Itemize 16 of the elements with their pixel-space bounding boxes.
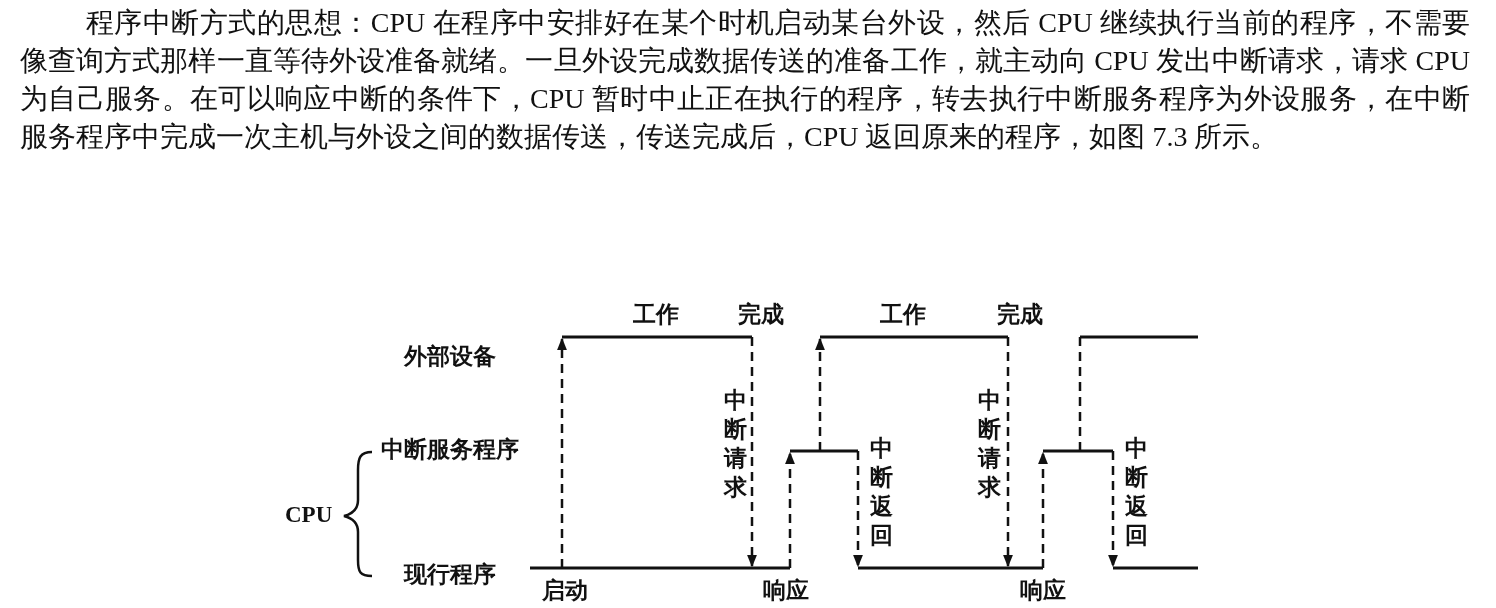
event-label: 中断请求 — [724, 387, 748, 502]
event-label: 响应 — [763, 578, 809, 604]
event-label: 完成 — [738, 302, 784, 328]
group-label: CPU — [285, 502, 333, 528]
event-label: 中断请求 — [978, 387, 1002, 502]
row-label: 现行程序 — [404, 562, 496, 588]
event-label: 中断返回 — [870, 435, 894, 550]
event-label: 启动 — [542, 578, 588, 604]
event-label: 中断返回 — [1125, 435, 1149, 550]
event-label: 工作 — [880, 302, 926, 328]
event-label: 工作 — [633, 302, 679, 328]
row-label: 中断服务程序 — [381, 437, 519, 463]
event-label: 完成 — [997, 302, 1043, 328]
row-label: 外部设备 — [404, 344, 496, 370]
body-paragraph: 程序中断方式的思想：CPU 在程序中安排好在某个时机启动某台外设，然后 CPU 继续执行当前的程序，不需要像查询方式那样一直等待外设准备就绪。一旦外设完成数据传送的准备工作，就主动向 CPU 发出中断请求，请求 CPU 为自己服务。在可以响应中断的条件下，CPU 暂时中止正在执行的程序，转去执行中断服务程序为外设服务，在中断服务程序中完成一次主机与外设之间的数据传送，传送完成后，CPU 返回原来的程序，如图 7.3 所示。 — [20, 6, 1470, 154]
event-label: 响应 — [1020, 578, 1066, 604]
